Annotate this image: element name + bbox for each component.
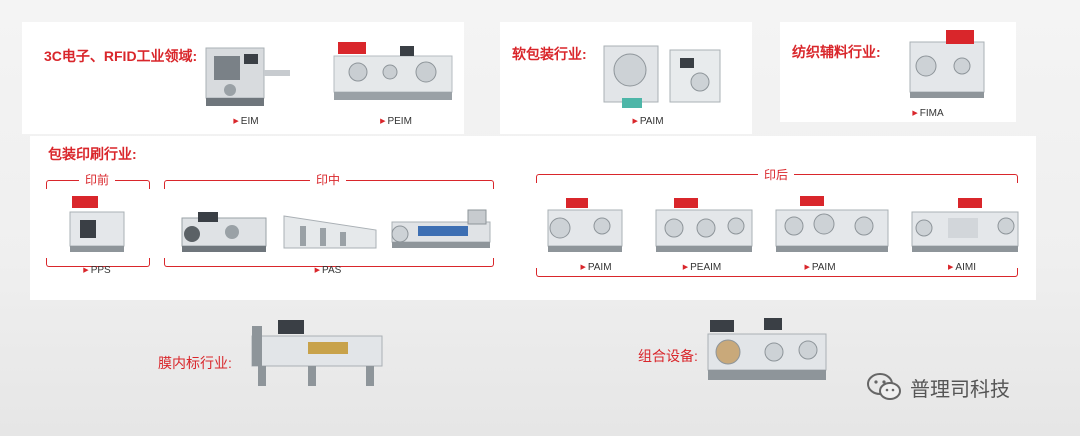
caption-paim-flexpack: ▶PAIM	[632, 116, 664, 127]
caption-eim: ▶EIM	[233, 116, 259, 127]
caption-aimi-text: AIMI	[955, 262, 976, 273]
machine-paim-flexpack-image	[603, 45, 721, 108]
caption-paim-post-2: ▶PAIM	[804, 262, 836, 273]
caption-peaim-text: PEAIM	[690, 262, 722, 273]
bracket-postpress-bottom	[536, 268, 1018, 277]
caption-fima: ▶FIMA	[912, 108, 944, 119]
machine-iml-image	[251, 320, 383, 386]
caption-pas-text: PAS	[322, 265, 342, 276]
label-postpress: 印后	[757, 166, 795, 183]
caption-peim-text: PEIM	[387, 116, 412, 127]
caption-pps-text: PPS	[90, 265, 111, 276]
title-printing: 包装印刷行业:	[48, 146, 137, 162]
machine-aimi-image	[911, 198, 1019, 252]
caption-pps: ▶PPS	[83, 265, 111, 276]
machine-pps-image	[69, 196, 125, 252]
machine-paim-post-2-image	[775, 196, 889, 252]
watermark-text: 普理司科技	[910, 378, 1010, 401]
caption-paim-post-2-text: PAIM	[811, 262, 836, 273]
caption-pas: ▶PAS	[314, 265, 342, 276]
machine-combo-image	[707, 318, 827, 380]
label-prepress: 印前	[78, 171, 116, 188]
machine-pas-2-image	[283, 215, 377, 249]
title-flexpack: 软包装行业:	[512, 46, 587, 62]
machine-fima-image	[909, 30, 985, 98]
caption-eim-text: EIM	[240, 116, 259, 127]
machine-pas-3-image	[391, 209, 491, 248]
title-3c: 3C电子、RFID工业领域:	[44, 48, 198, 64]
machine-paim-post-1-image	[547, 198, 623, 252]
machine-peim-image	[333, 42, 453, 100]
caption-peaim: ▶PEAIM	[682, 262, 722, 273]
caption-paim-post-1: ▶PAIM	[580, 262, 612, 273]
machine-peaim-image	[655, 198, 753, 252]
title-iml: 膜内标行业:	[158, 355, 232, 371]
watermark: 普理司科技	[866, 372, 1010, 402]
machine-pas-1-image	[181, 212, 267, 252]
caption-peim: ▶PEIM	[380, 116, 412, 127]
machine-eim-image	[205, 47, 290, 106]
bracket-prepress-bottom	[46, 258, 150, 267]
wechat-icon	[867, 373, 901, 400]
label-press: 印中	[309, 171, 347, 188]
caption-fima-text: FIMA	[919, 108, 944, 119]
title-textile: 纺织辅料行业:	[792, 44, 881, 60]
caption-paim-flexpack-text: PAIM	[639, 116, 664, 127]
title-combo: 组合设备:	[638, 348, 698, 364]
bracket-press-bottom	[164, 258, 494, 267]
caption-paim-post-1-text: PAIM	[587, 262, 612, 273]
caption-aimi: ▶AIMI	[948, 262, 976, 273]
